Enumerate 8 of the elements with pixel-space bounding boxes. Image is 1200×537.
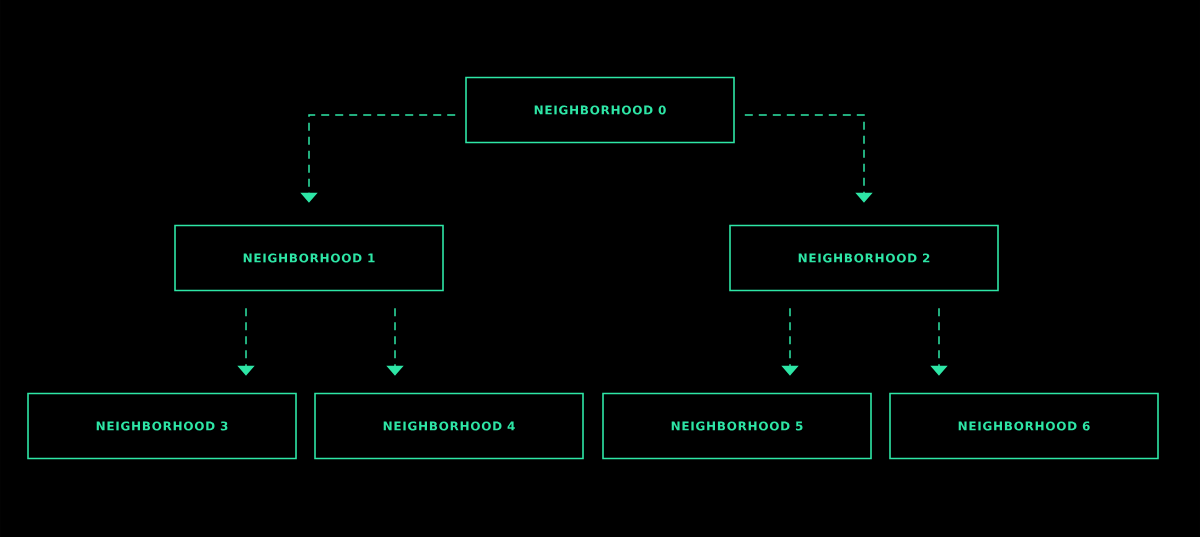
process-box: NEIGHBORHOOD 4 [314, 392, 584, 460]
arrow [744, 114, 873, 203]
process-box: NEIGHBORHOOD 5 [602, 392, 872, 460]
process-box: NEIGHBORHOOD 1 [174, 224, 444, 292]
process-box: NEIGHBORHOOD 3 [27, 392, 297, 460]
process-box: NEIGHBORHOOD 6 [889, 392, 1159, 460]
process-box: NEIGHBORHOOD 0 [465, 76, 735, 144]
process-box: NEIGHBORHOOD 2 [729, 224, 999, 292]
